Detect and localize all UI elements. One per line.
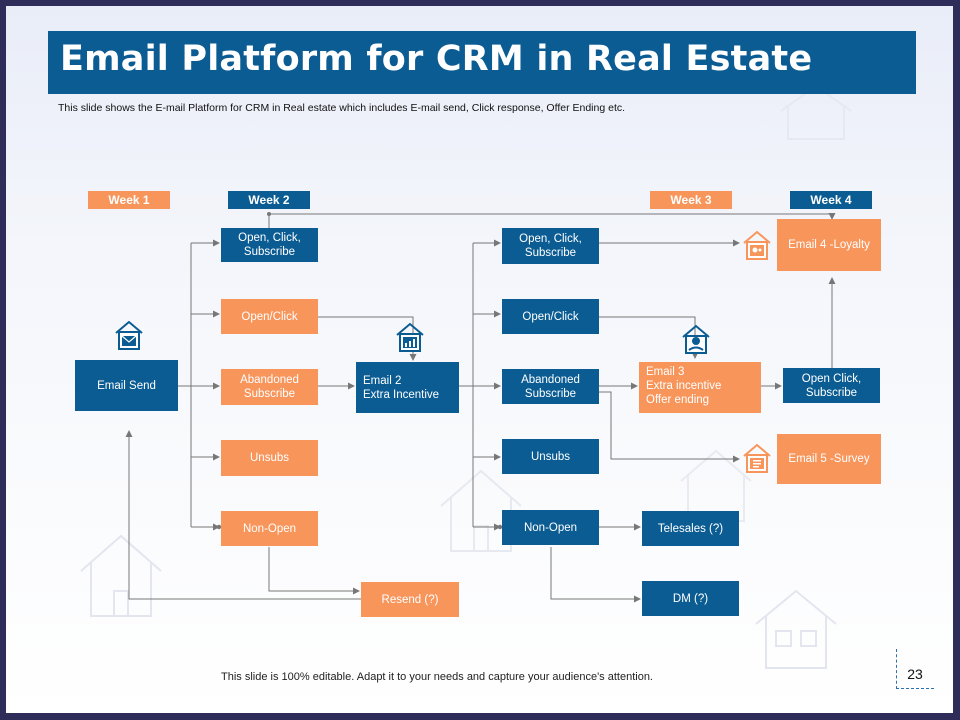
house-chart-icon: [396, 322, 424, 352]
house-money-icon: [682, 324, 710, 354]
title-bar: Email Platform for CRM in Real Estate: [48, 31, 916, 94]
telesales-node: Telesales (?): [642, 511, 739, 546]
w4-open-click-subscribe-node: Open Click, Subscribe: [783, 368, 880, 403]
week-2-label: Week 2: [228, 191, 310, 209]
email-5-node: Email 5 -Survey: [777, 434, 881, 484]
week-3-label: Week 3: [650, 191, 732, 209]
week-1-label: Week 1: [88, 191, 170, 209]
house-mail-icon: [115, 320, 143, 350]
page-number: 23: [907, 666, 923, 682]
page-subtitle: This slide shows the E-mail Platform for…: [58, 102, 626, 114]
w2-open-click-subscribe-node: Open, Click, Subscribe: [221, 228, 318, 262]
w3-open-click-subscribe-node: Open, Click, Subscribe: [502, 228, 599, 264]
w2-abandoned-subscribe-node: Abandoned Subscribe: [221, 369, 318, 405]
w2-open-click-node: Open/Click: [221, 299, 318, 334]
week-4-label: Week 4: [790, 191, 872, 209]
w3-non-open-node: Non-Open: [502, 510, 599, 545]
slide: Email Platform for CRM in Real Estate Th…: [6, 6, 953, 713]
footer-note: This slide is 100% editable. Adapt it to…: [221, 671, 653, 683]
email-3-node: Email 3 Extra incentive Offer ending: [639, 362, 761, 413]
house-document-icon: [743, 443, 771, 473]
w3-open-click-node: Open/Click: [502, 299, 599, 334]
w2-non-open-node: Non-Open: [221, 511, 318, 546]
w3-abandoned-subscribe-node: Abandoned Subscribe: [502, 369, 599, 404]
resend-node: Resend (?): [361, 582, 459, 617]
dm-node: DM (?): [642, 581, 739, 616]
email-send-node: Email Send: [75, 360, 178, 411]
house-eye-icon: [743, 230, 771, 260]
page-number-frame: [896, 649, 934, 689]
email-2-node: Email 2 Extra Incentive: [356, 362, 459, 413]
watermark-house-icon: [80, 534, 162, 617]
watermark-house-icon: [755, 589, 837, 669]
page-title: Email Platform for CRM in Real Estate: [60, 39, 813, 79]
w3-unsubs-node: Unsubs: [502, 439, 599, 474]
w2-unsubs-node: Unsubs: [221, 440, 318, 476]
email-4-node: Email 4 -Loyalty: [777, 219, 881, 271]
